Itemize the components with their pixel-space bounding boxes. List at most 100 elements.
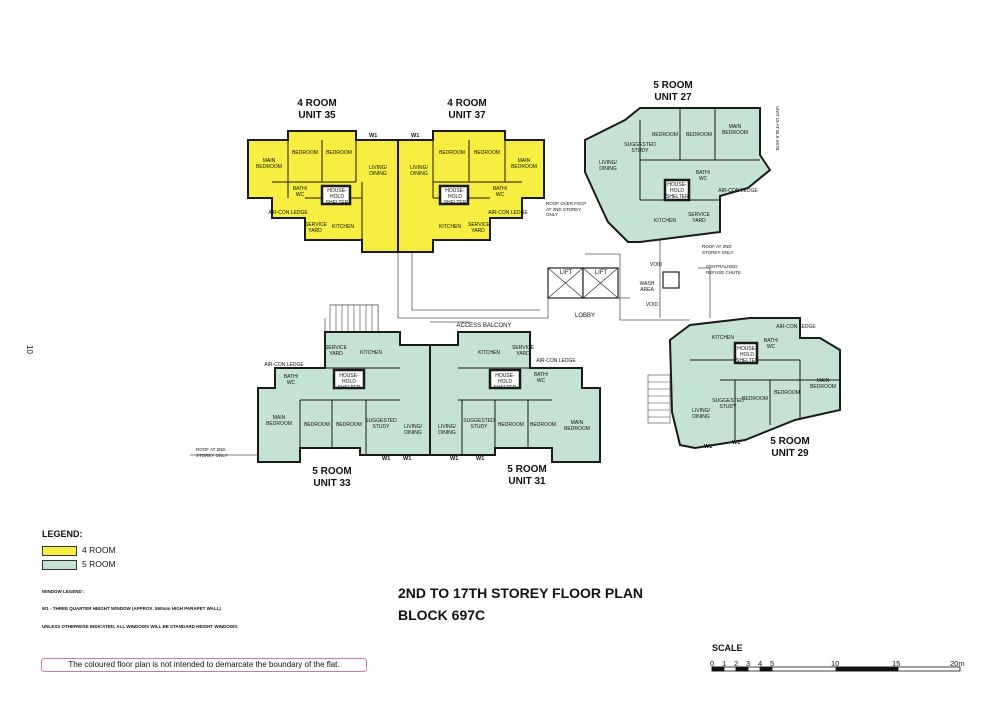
unit-35-shelter-label: HOUSE- HOLD SHELTER	[325, 188, 349, 206]
unit-33-bath-label: BATH/ WC	[283, 374, 299, 386]
household-shelters	[320, 178, 759, 390]
scale-tick: 4	[758, 659, 763, 668]
unit-37-kitchen-label: KITCHEN	[439, 224, 461, 230]
lift-1-label: LIFT	[559, 270, 573, 276]
window-legend-title: WINDOW LEGEND :	[42, 589, 85, 594]
unit-33-bedroom-1-label: BEDROOM	[304, 422, 330, 428]
unit-27-study-label: SUGGESTED STUDY	[624, 142, 656, 154]
unit-33-living-label: LIVING/ DINING	[404, 424, 422, 436]
unit-37-aircon-label: AIR-CON LEDGE	[488, 210, 528, 216]
scale-tick: 0	[710, 659, 715, 668]
page-number: 10	[24, 345, 34, 354]
scale-tick: 5	[770, 659, 775, 668]
legend-title: LEGEND:	[42, 529, 83, 539]
scale-title: SCALE	[712, 643, 743, 653]
unit-29-shelter-label: HOUSE- HOLD SHELTER	[736, 346, 759, 364]
unit-33-bedroom-2-label: BEDROOM	[336, 422, 362, 428]
unit-29-aircon-label: AIR-CON LEDGE	[776, 324, 816, 330]
scale-bar	[711, 666, 961, 672]
unit-35-bedroom-1-label: BEDROOM	[292, 150, 318, 156]
unit-29-main-bedroom-label: MAIN BEDROOM	[810, 378, 836, 390]
stairs	[329, 304, 671, 424]
w1-mark: W1	[476, 456, 485, 462]
unit-29-bath-label: BATH/ WC	[763, 338, 779, 350]
w1-mark: W1	[450, 456, 459, 462]
w1-mark: W1	[369, 133, 378, 139]
unit-33-main-bedroom-label: MAIN BEDROOM	[266, 415, 292, 427]
roof-note-right: ROOF AT 2ND STOREY ONLY	[702, 244, 734, 255]
unit-33-shelter-label: HOUSE- HOLD SHELTER	[337, 373, 361, 391]
void-label: VOID	[649, 262, 663, 268]
unit-35-aircon-label: AIR-CON LEDGE	[268, 210, 308, 216]
unit-27-bedroom-2-label: BEDROOM	[686, 132, 712, 138]
legend-swatch-5-room	[42, 560, 77, 570]
unit-37-main-bedroom-label: MAIN BEDROOM	[511, 158, 537, 170]
unit-27-kitchen-label: KITCHEN	[654, 218, 676, 224]
unit-27-bedroom-1-label: BEDROOM	[652, 132, 678, 138]
unit-37-bedroom-2-label: BEDROOM	[474, 150, 500, 156]
unit-31-main-bedroom-label: MAIN BEDROOM	[564, 420, 590, 432]
unit-31-bath-label: BATH/ WC	[533, 372, 549, 384]
lobby-label: LOBBY	[574, 313, 595, 319]
window-legend-w1: W1 - THREE QUARTER HEIGHT WINDOW (APPROX…	[42, 606, 221, 611]
roof-fscp-note: ROOF OVER FSCP AT 2ND STOREY ONLY	[546, 201, 587, 217]
unit-37-bedroom-1-label: BEDROOM	[439, 150, 465, 156]
scale-tick: 15	[892, 659, 901, 668]
unit-27-living-label: LIVING/ DINING	[599, 160, 617, 172]
unit-31-living-label: LIVING/ DINING	[438, 424, 456, 436]
scale-tick: 1	[722, 659, 727, 668]
unit-35-bath-label: BATH/ WC	[292, 186, 308, 198]
unit-27-main-bedroom-label: MAIN BEDROOM	[722, 124, 748, 136]
legend-swatch-4-room	[42, 546, 77, 556]
w1-mark: W1	[403, 456, 412, 462]
w1-mark: W1	[732, 440, 741, 446]
unit-29-bedroom-1-label: BEDROOM	[742, 396, 768, 402]
lift-core	[547, 267, 680, 299]
unit-29-living-label: LIVING/ DINING	[692, 408, 710, 420]
scale-tick: 20m	[950, 659, 965, 668]
lift-2-label: LIFT	[594, 270, 608, 276]
unit-31-aircon-label: AIR-CON LEDGE	[536, 358, 576, 364]
unit-27-shape	[584, 107, 772, 243]
refuse-chute-note: CENTRALISED REFUSE CHUTE	[706, 264, 742, 275]
unit-31-shelter-label: HOUSE- HOLD SHELTER	[493, 373, 517, 391]
w1-mark: W1	[704, 444, 713, 450]
unit-33-study-label: SUGGESTED STUDY	[365, 418, 397, 430]
unit-31-shape	[429, 331, 601, 463]
unit-27-shelter-label: HOUSE- HOLD SHELTER	[666, 182, 689, 200]
unit-27-aircon-label: AIR-CON LEDGE	[718, 188, 758, 194]
unit-35-living-label: LIVING/ DINING	[369, 165, 387, 177]
unit-37-living-label: LIVING/ DINING	[410, 165, 428, 177]
scale-tick: 3	[746, 659, 751, 668]
wash-area-label: WASH AREA	[639, 281, 655, 293]
unit-31-service-yard-label: SERVICE YARD	[512, 345, 534, 357]
unit-29-kitchen-label: KITCHEN	[712, 335, 734, 341]
unit-37-shelter-label: HOUSE- HOLD SHELTER	[443, 188, 467, 206]
unit-35-service-yard-label: SERVICE YARD	[305, 222, 327, 234]
unit-27-service-yard-label: SERVICE YARD	[688, 212, 710, 224]
block-title: BLOCK 697C	[398, 607, 486, 623]
w1-mark: W1	[382, 456, 391, 462]
access-balcony-label: ACCESS BALCONY	[456, 323, 512, 329]
scale-tick: 2	[734, 659, 739, 668]
unit-31-kitchen-label: KITCHEN	[478, 350, 500, 356]
unit-29-study-label: SUGGESTED STUDY	[712, 398, 744, 410]
unit-37-service-yard-label: SERVICE YARD	[468, 222, 490, 234]
unit-37-bath-label: BATH/ WC	[492, 186, 508, 198]
w1-mark: W1	[411, 133, 420, 139]
plan-title: 2ND TO 17TH STOREY FLOOR PLAN	[398, 585, 644, 601]
unit-31-bedroom-2-label: BEDROOM	[530, 422, 556, 428]
disclaimer-note: The coloured floor plan is not intended …	[41, 658, 367, 672]
unit-15-note: UNIT 15 AT BLK 697B	[775, 106, 780, 151]
unit-33-service-yard-label: SERVICE YARD	[325, 345, 347, 357]
unit-31-study-label: SUGGESTED STUDY	[463, 418, 495, 430]
legend-label-5-room: 5 ROOM	[82, 559, 116, 569]
unit-33-aircon-label: AIR-CON LEDGE	[264, 362, 304, 368]
roof-note-left: ROOF AT 2ND STOREY ONLY	[196, 447, 228, 458]
